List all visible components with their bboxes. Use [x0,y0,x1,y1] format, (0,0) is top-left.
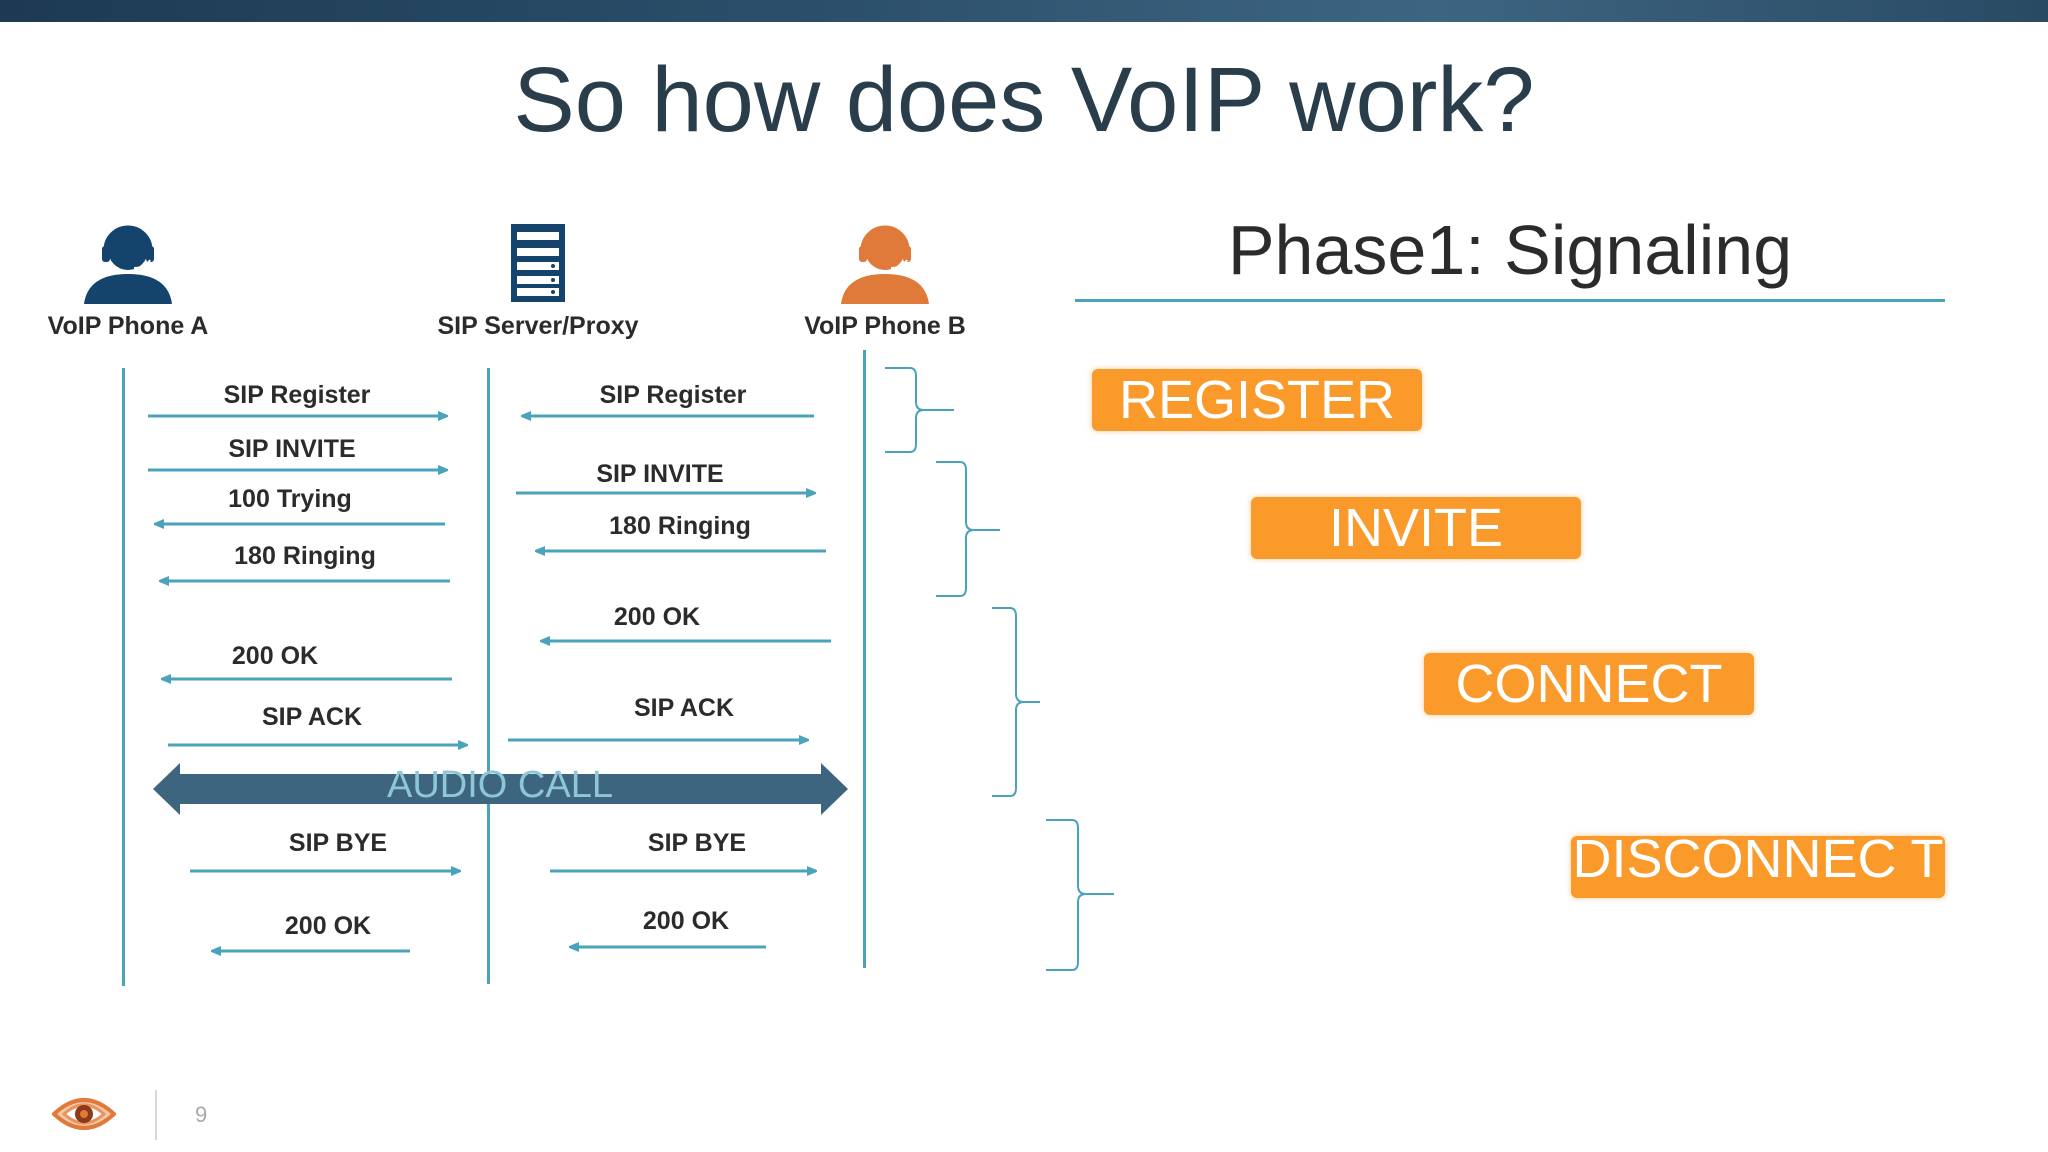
audio-call-bar [153,763,848,815]
headset-user-icon [84,225,172,304]
actor-label: SIP Server/Proxy [437,312,639,340]
msg-sip-bye-a: SIP BYE [288,829,388,857]
phase-divider [1075,299,1945,302]
msg-sip-register-b: SIP Register [599,381,747,409]
page-number: 9 [195,1102,208,1127]
server-icon [511,224,565,302]
top-banner [0,0,2048,22]
msg-sip-register-a: SIP Register [223,381,371,409]
msg-180-ringing-b: 180 Ringing [609,512,751,540]
msg-sip-invite-b: SIP INVITE [596,460,724,488]
phase-box-invite: INVITE [1251,497,1581,559]
lifeline-phone-b [863,350,866,968]
brace-connect [992,607,1040,797]
msg-200-ok-bye-a: 200 OK [284,912,372,940]
phase-box-register: REGISTER [1092,369,1422,431]
actor-phone-a: VoIP Phone A [0,222,278,341]
msg-sip-invite-a: SIP INVITE [228,435,356,463]
brace-register [885,367,954,453]
lifeline-server [487,368,490,984]
msg-sip-ack-a: SIP ACK [261,703,363,731]
actor-label: VoIP Phone B [804,312,966,340]
phase-box-connect: CONNECT [1424,653,1754,715]
footer-divider [155,1090,157,1140]
msg-200-ok-b: 200 OK [613,603,701,631]
lifeline-phone-a [122,368,125,986]
brace-disconnect [1046,819,1114,971]
msg-180-ringing-a: 180 Ringing [234,542,376,570]
audio-call-label: AUDIO CALL [387,764,613,806]
eye-logo-icon [52,1098,116,1130]
phase-box-disconnect: DISCONNEC T [1571,836,1945,898]
actor-sip-server: SIP Server/Proxy [388,222,688,341]
msg-sip-bye-b: SIP BYE [647,829,747,857]
slide-title: So how does VoIP work? [513,49,1535,151]
actor-phone-b: VoIP Phone B [735,222,1035,341]
msg-200-ok-bye-b: 200 OK [642,907,730,935]
actor-label: VoIP Phone A [47,312,209,340]
msg-sip-ack-b: SIP ACK [633,694,735,722]
brace-invite [936,461,1000,597]
msg-200-ok-a: 200 OK [231,642,319,670]
msg-100-trying: 100 Trying [228,485,352,513]
phase-title: Phase1: Signaling [1227,211,1793,289]
headset-user-icon [841,225,929,304]
